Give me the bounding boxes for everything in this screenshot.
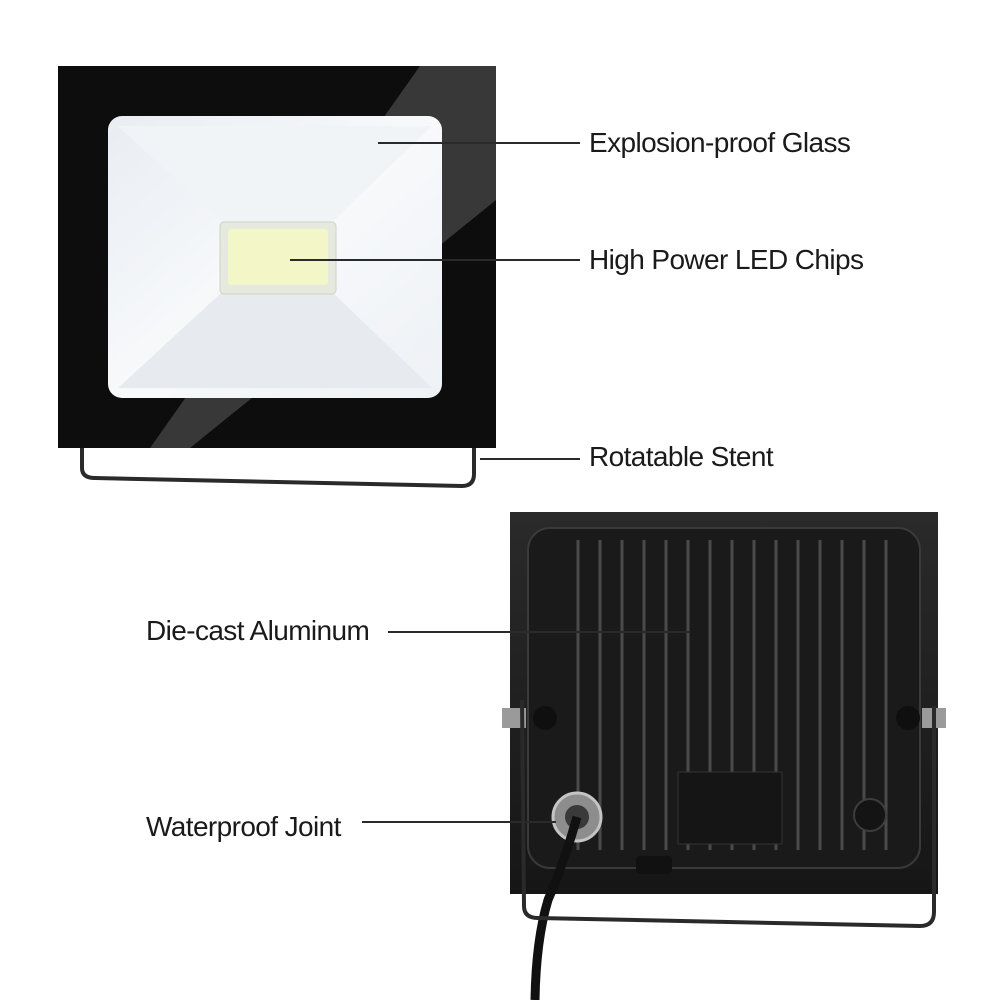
callout-explosion-proof-glass: Explosion-proof Glass	[589, 127, 851, 158]
left-bolt	[502, 708, 526, 728]
breather-valve	[853, 798, 887, 832]
heat-sink-plate	[527, 527, 921, 869]
right-knob	[896, 706, 920, 730]
rating-label-recess	[677, 771, 783, 845]
left-knob	[533, 706, 557, 730]
rotatable-stent	[80, 448, 476, 489]
callout-die-cast-aluminum: Die-cast Aluminum	[146, 615, 370, 646]
callout-rotatable-stent: Rotatable Stent	[589, 441, 774, 472]
callout-high-power-led-chips: High Power LED Chips	[589, 244, 864, 275]
leader-aluminum	[388, 631, 690, 633]
cable-clip	[636, 856, 672, 874]
led-chip	[228, 229, 328, 285]
leader-chips	[290, 259, 580, 261]
power-cable	[530, 815, 582, 1000]
leader-joint	[362, 821, 556, 823]
leader-glass	[378, 142, 580, 144]
reflector-facet-top	[118, 126, 432, 222]
rear-stent	[520, 699, 936, 929]
reflector-facet-bottom	[118, 292, 432, 388]
leader-stent	[480, 458, 580, 460]
callout-waterproof-joint: Waterproof Joint	[146, 811, 341, 842]
